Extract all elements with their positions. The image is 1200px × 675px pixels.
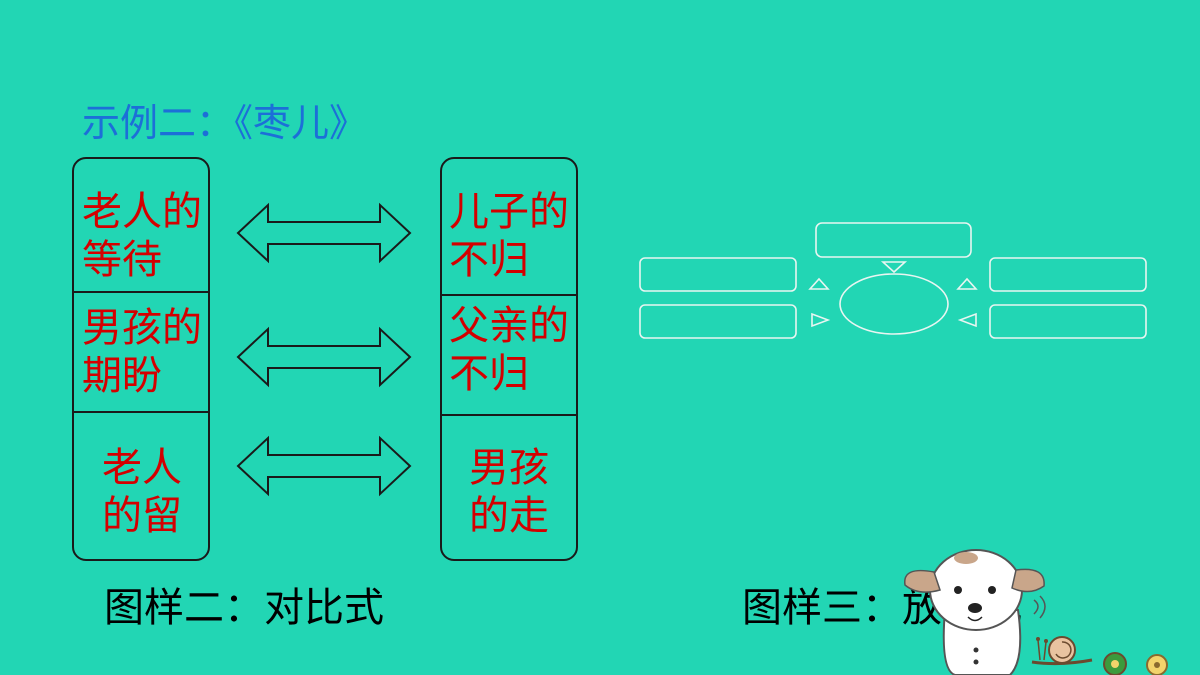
- pointer-right-bottom: [957, 312, 977, 328]
- left-cell-3: 老人 的留: [102, 445, 182, 539]
- radial-box-left-bottom: [639, 304, 797, 339]
- right-cell-3: 男孩 的走: [469, 445, 549, 539]
- right-cell-2: 父亲的 不归: [449, 303, 569, 397]
- pointer-left-bottom: [811, 312, 831, 328]
- radial-box-top: [815, 222, 972, 258]
- double-arrow-3-shape: [236, 435, 412, 497]
- right-divider-1: [440, 294, 578, 296]
- caption-contrast: 图样二：对比式: [104, 585, 384, 631]
- left-cell-2: 男孩的 期盼: [82, 305, 202, 399]
- double-arrow-1-shape: [236, 202, 412, 264]
- pointer-left-top: [808, 277, 830, 290]
- pointer-top: [880, 261, 908, 274]
- radial-box-right-top: [989, 257, 1147, 292]
- radial-box-right-bottom: [989, 304, 1147, 339]
- right-divider-2: [440, 414, 578, 416]
- left-cell-1: 老人的 等待: [82, 189, 202, 283]
- right-cell-1: 儿子的 不归: [449, 189, 569, 283]
- right-column: [440, 157, 578, 561]
- radial-box-left-top: [639, 257, 797, 292]
- left-divider-1: [72, 291, 210, 293]
- double-arrow-2-shape: [236, 326, 412, 388]
- left-divider-2: [72, 411, 210, 413]
- diagram-title: 示例二：《枣儿》: [82, 101, 368, 145]
- radial-center-ellipse: [839, 273, 949, 335]
- pointer-right-top: [956, 277, 978, 290]
- left-column: [72, 157, 210, 561]
